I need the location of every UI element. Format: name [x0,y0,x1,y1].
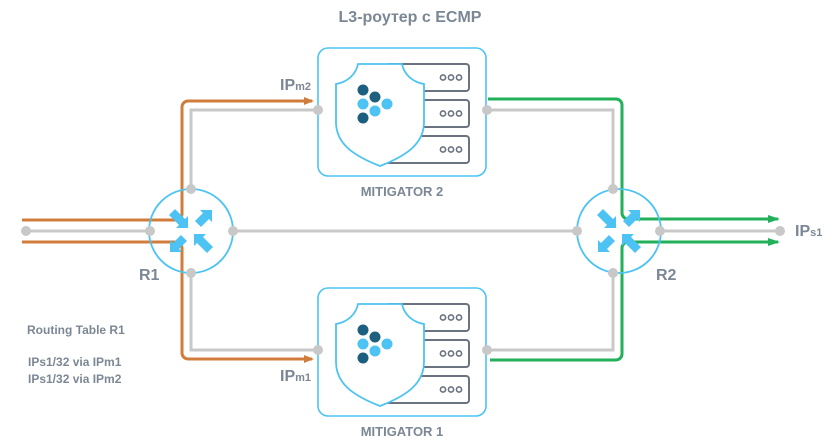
mitigator-shield-server-icon [317,287,487,417]
router-r1-circle [148,188,234,274]
router-r2[interactable] [576,188,662,274]
router-r1-label: R1 [139,267,160,284]
routing-table-entry: IPs1/32 via IPm1 [28,355,122,369]
ip-s1-label: IPs1 [795,223,822,240]
router-r2-label: R2 [656,267,677,284]
mitigator-shield-server-icon [317,47,487,177]
gray-links [26,108,780,352]
diagram-title: L3-роутер с ECMP [339,9,482,26]
routing-table: Routing Table R1 IPs1/32 via IPm1 IPs1/3… [27,323,125,386]
mitigator-1[interactable] [317,287,487,417]
router-arrows-icon [597,209,641,253]
routing-table-entry: IPs1/32 via IPm2 [28,372,122,386]
router-r2-circle [576,188,662,274]
router-arrows-icon [169,209,213,253]
connection-dots [21,105,785,355]
mitigator-2[interactable] [317,47,487,177]
ip-m1-label: IPm1 [280,368,311,385]
router-r1[interactable] [148,188,234,274]
routing-table-title: Routing Table R1 [27,323,125,337]
mitigator-1-label: MITIGATOR 1 [361,424,444,439]
ip-m2-label: IPm2 [280,77,311,94]
mitigator-2-label: MITIGATOR 2 [361,184,444,199]
